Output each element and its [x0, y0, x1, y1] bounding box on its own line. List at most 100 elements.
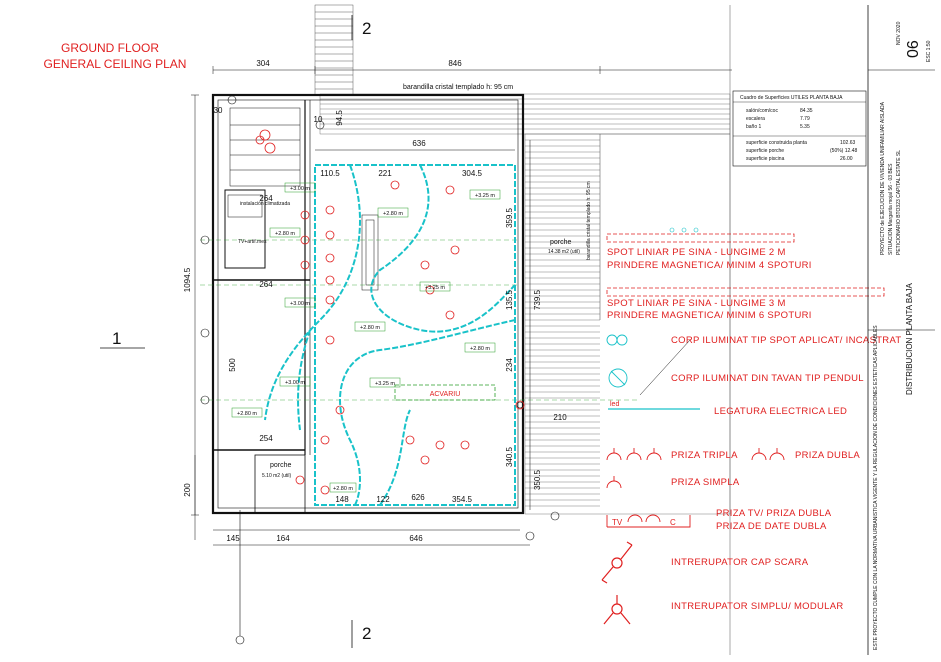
svg-text:30: 30 [214, 106, 223, 115]
interior-walls [229, 107, 379, 291]
drawing-name: DISTRIBUCION PLANTA BAJA [905, 282, 914, 395]
building-outline [211, 93, 525, 515]
legend-tv-socket-line2: PRIZA DE DATE DUBLA [716, 521, 827, 532]
svg-text:1094.5: 1094.5 [183, 267, 192, 292]
svg-text:+2.80 m: +2.80 m [383, 211, 403, 217]
svg-text:646: 646 [409, 534, 423, 543]
svg-text:122: 122 [376, 495, 390, 504]
barandilla-top-label: barandilla cristal templado h: 95 cm [403, 84, 513, 91]
legend-single-socket: PRIZA SIMPLA [671, 477, 740, 488]
instalacion-label: instalación climatizada [240, 201, 290, 207]
led-cove-curves [264, 164, 516, 506]
triple-socket-icon [606, 448, 662, 461]
svg-text:354.5: 354.5 [452, 495, 473, 504]
porche-label: porche [550, 239, 572, 246]
svg-text:baño 1: baño 1 [746, 124, 762, 130]
legend-modular-switch: INTRERUPATOR SIMPLU/ MODULAR [671, 601, 844, 612]
svg-text:102.63: 102.63 [840, 140, 856, 146]
svg-text:5.35: 5.35 [800, 124, 810, 130]
svg-text:200: 200 [183, 483, 192, 497]
project-peticionario: PETICIONARIO BTO323 CAPITAL ESTATE SL [896, 150, 902, 255]
svg-text:salón/com/coc: salón/com/coc [746, 108, 778, 114]
legend-pendant: CORP ILUMINAT DIN TAVAN TIP PENDUL [671, 373, 864, 384]
svg-text:110.5: 110.5 [320, 169, 340, 178]
project-name: PROYECTO de EJECUCION DE VIVIENDA UNIFAM… [880, 101, 886, 255]
porche2-area: 5.10 m2 (util) [262, 473, 292, 479]
title-block: 06 NOV 2020 ESC 1:50 DISTRIBUCION PLANTA… [867, 5, 935, 655]
spot-rail-2m-icon [606, 233, 795, 243]
svg-text:TV: TV [612, 518, 623, 527]
svg-text:26.00: 26.00 [840, 156, 853, 162]
double-socket-icon [751, 448, 785, 461]
svg-text:636: 636 [412, 139, 426, 148]
svg-text:84.35: 84.35 [800, 108, 813, 114]
light-fixtures [255, 129, 525, 495]
stair-switch-icon [601, 541, 633, 584]
surface-spot-icon [606, 334, 628, 346]
legend-tv-socket-line1: PRIZA TV/ PRIZA DUBLA [716, 508, 832, 519]
svg-text:94.5: 94.5 [335, 110, 344, 126]
svg-text:350.5: 350.5 [533, 469, 542, 490]
led-strip-icon: led [608, 401, 700, 410]
project-situacion: SITUACION Margarita mojal 56 - 03 BES [888, 163, 894, 255]
svg-text:superficie porche: superficie porche [746, 148, 784, 154]
svg-text:+3.25 m: +3.25 m [375, 381, 395, 387]
svg-text:+2.80 m: +2.80 m [470, 346, 490, 352]
legend-surface-spot: CORP ILUMINAT TIP SPOT APLICAT/ INCASTRA… [671, 335, 902, 346]
svg-text:7.79: 7.79 [800, 116, 810, 122]
dimension-labels: 304 846 1094.5 500 200 145 164 646 636 2… [183, 59, 567, 543]
svg-text:340.5: 340.5 [505, 446, 514, 467]
svg-text:+3.25 m: +3.25 m [475, 193, 495, 199]
plan-title-line2: GENERAL CEILING PLAN [44, 57, 187, 71]
legend-spot-3m-line2: PRINDERE MAGNETICA/ MINIM 6 SPOTURI [607, 310, 812, 321]
top-stair-hatch [314, 4, 354, 96]
svg-text:264: 264 [259, 280, 273, 289]
svg-text:+2.80 m: +2.80 m [360, 325, 380, 331]
section-mark-bottom: 2 [362, 624, 371, 643]
svg-text:superficie construida planta: superficie construida planta [746, 140, 807, 146]
dimension-lines [191, 66, 732, 546]
svg-text:135.5: 135.5 [505, 289, 514, 310]
grid-bubbles [200, 95, 560, 645]
svg-text:500: 500 [228, 358, 237, 372]
svg-text:234: 234 [505, 358, 514, 372]
svg-text:148: 148 [335, 495, 349, 504]
svg-text:superficie piscina: superficie piscina [746, 156, 785, 162]
sheet-scale: ESC 1:50 [926, 40, 932, 62]
svg-text:145: 145 [226, 534, 240, 543]
svg-text:304.5: 304.5 [462, 169, 483, 178]
legend-spot-2m-line1: SPOT LINIAR PE SINA - LUNGIME 2 M [607, 247, 786, 258]
spot-rail-3m-icon [606, 287, 885, 297]
svg-text:escalera: escalera [746, 116, 765, 122]
sheet-date: NOV 2020 [896, 21, 902, 45]
leader-line [639, 339, 691, 396]
legend-led: LEGATURA ELECTRICA LED [714, 406, 847, 417]
single-socket-icon [606, 476, 622, 489]
svg-text:739.5: 739.5 [533, 289, 542, 310]
modular-switch-icon [603, 595, 631, 625]
legend-triple-socket: PRIZA TRIPLA [671, 450, 738, 461]
svg-text:+2.80 m: +2.80 m [333, 486, 353, 492]
tv-label: TV+artif.mes [238, 239, 267, 245]
pendant-light-icon [608, 368, 628, 388]
svg-text:304: 304 [256, 59, 270, 68]
svg-text:+2.80 m: +2.80 m [275, 231, 295, 237]
svg-text:+3.00 m: +3.00 m [285, 380, 305, 386]
deck-hatch [319, 93, 731, 515]
sheet-number: 06 [905, 40, 922, 58]
svg-text:(50%) 12.48: (50%) 12.48 [830, 148, 857, 154]
porche-area: 14.38 m2 (util) [548, 249, 580, 255]
plan-title-line1: GROUND FLOOR [61, 41, 159, 55]
legend-double-socket: PRIZA DUBLA [795, 450, 860, 461]
tv-data-socket-icon: TV C [606, 514, 691, 528]
svg-text:10: 10 [314, 115, 323, 124]
legend-spot-2m-line2: PRINDERE MAGNETICA/ MINIM 4 SPOTURI [607, 260, 812, 271]
svg-text:+3.25 m: +3.25 m [425, 285, 445, 291]
svg-text:221: 221 [378, 169, 392, 178]
aquarium-outline [394, 384, 496, 401]
svg-text:C: C [670, 518, 676, 527]
aquarium-label: ACVARIU [430, 391, 461, 398]
svg-text:+3.00 m: +3.00 m [290, 301, 310, 307]
porche2-label: porche [270, 462, 292, 469]
